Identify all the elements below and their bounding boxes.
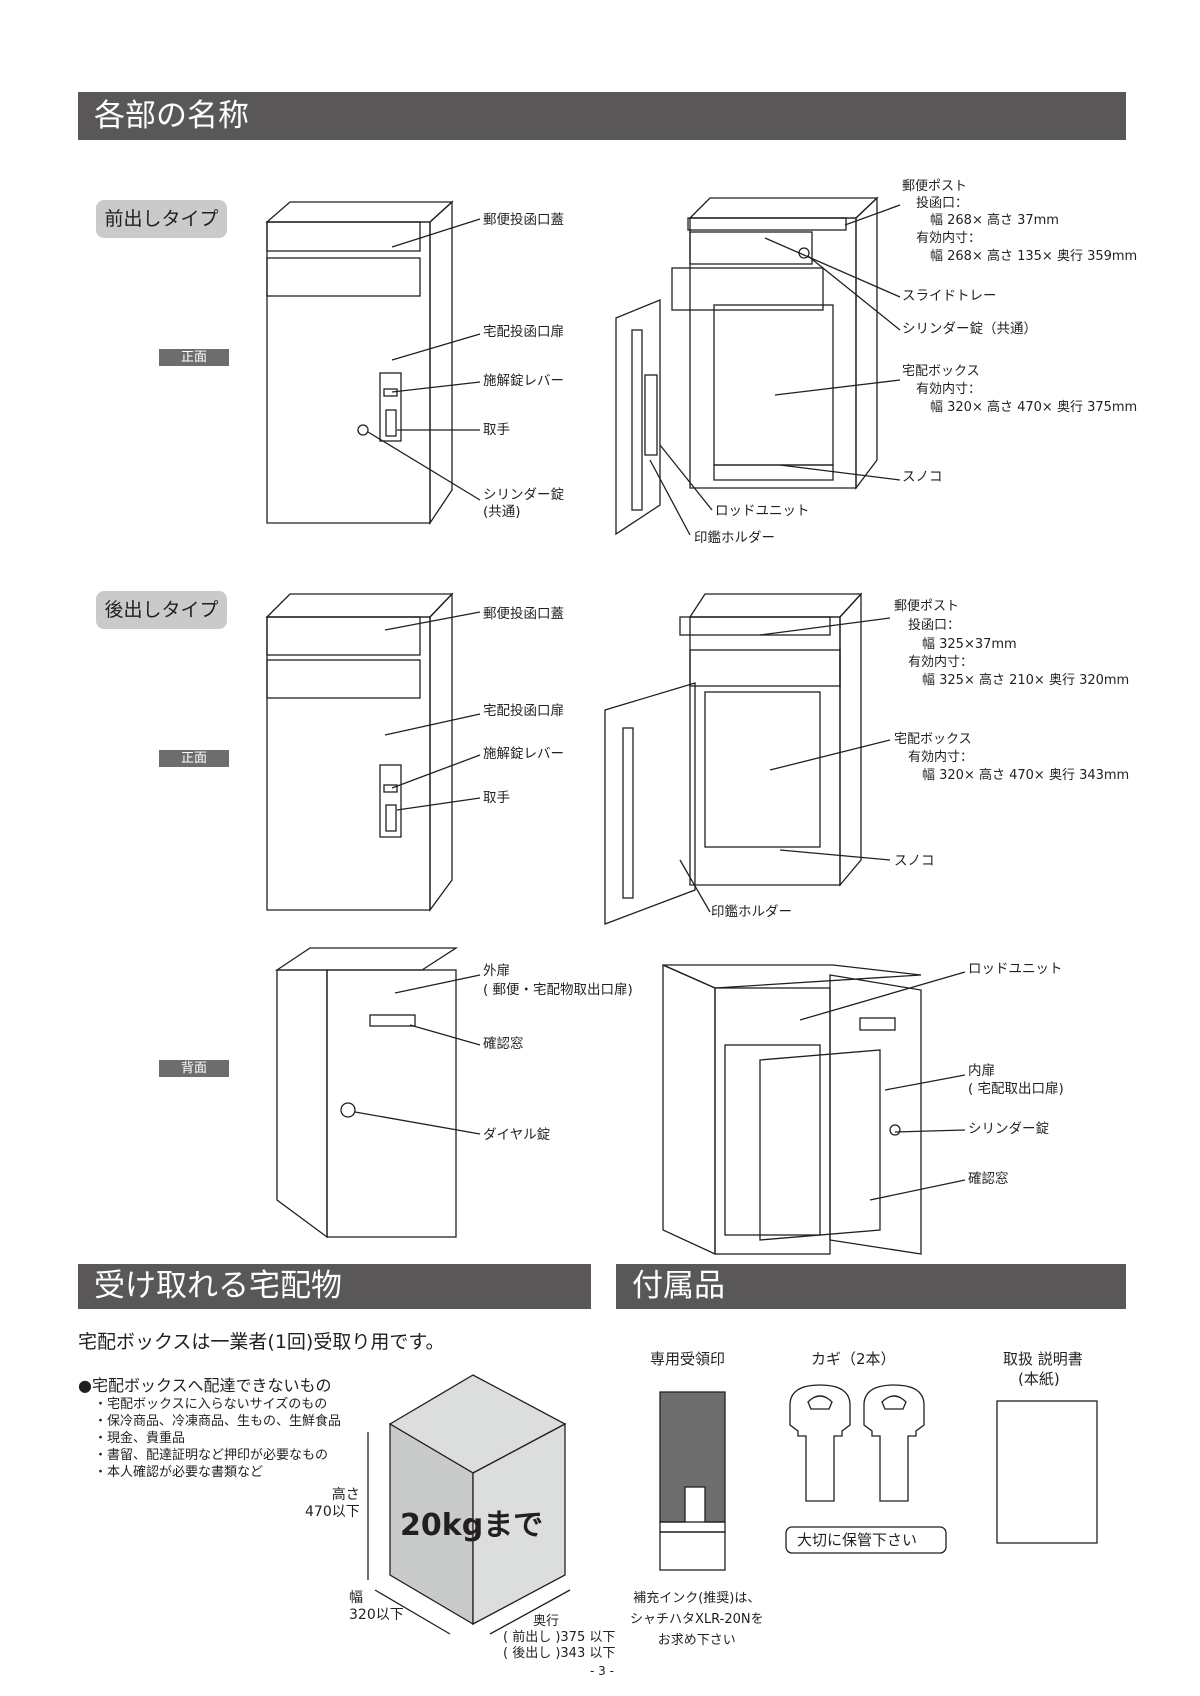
width-value: 320以下 <box>349 1607 404 1623</box>
label-inner-door-sub: ( 宅配取出口扉) <box>968 1081 1064 1097</box>
ink-note: 補充インク(推奨)は、 シャチハタXLR-20Nを お求め下さい <box>630 1588 764 1651</box>
label-lock-lever: 施解錠レバー <box>483 746 564 762</box>
rear-type-label: 後出しタイプ <box>96 591 227 629</box>
list-item: ・宅配ボックスに入らないサイズのもの <box>94 1397 328 1412</box>
label-box-size: 幅 320× 高さ 470× 奥行 375mm <box>930 400 1138 415</box>
label-parcel-box: 宅配ボックス <box>902 364 980 379</box>
label-handle: 取手 <box>483 422 510 438</box>
label-sunoko: スノコ <box>902 469 943 485</box>
height-value: 470以下 <box>305 1504 360 1520</box>
section-header-deliverables: 受け取れる宅配物 <box>78 1264 591 1309</box>
label-box-inner: 有効内寸： <box>908 750 974 765</box>
list-item: ・保冷商品、冷凍商品、生もの、生鮮食品 <box>94 1414 342 1429</box>
front-type-open-illustration <box>615 196 901 536</box>
rear-type-open-illustration <box>604 592 891 925</box>
label-sunoko: スノコ <box>894 853 935 869</box>
label-inner-size: 幅 268× 高さ 135× 奥行 359mm <box>930 249 1138 264</box>
front-type-closed-illustration <box>265 200 481 526</box>
label-outer-door-sub: ( 郵便・宅配物取出口扉) <box>483 982 633 998</box>
label-cylinder-lock: シリンダー錠 <box>968 1121 1049 1137</box>
label-outer-door: 外扉 <box>483 963 510 979</box>
section-header-parts: 各部の名称 <box>78 92 1126 140</box>
accessory-keys-label: カギ（2本） <box>811 1350 896 1368</box>
label-slide-tray: スライドトレー <box>902 288 997 304</box>
section-header-accessories: 付属品 <box>616 1264 1126 1309</box>
label-mail-lid: 郵便投函口蓋 <box>483 212 564 228</box>
rear-view-badge: 正面 <box>159 750 229 767</box>
label-slot: 投函口： <box>916 196 969 211</box>
label-check-window: 確認窓 <box>483 1036 524 1052</box>
label-rod-unit: ロッドユニット <box>715 503 810 519</box>
not-allowed-title: ●宅配ボックスへ配達できないもの <box>78 1376 332 1395</box>
keys-illustration <box>785 1384 947 1554</box>
label-slot-size: 幅 325×37mm <box>922 637 1017 652</box>
deliverables-intro: 宅配ボックスは一業者(1回)受取り用です。 <box>78 1331 445 1353</box>
depth-front: ( 前出し )375 以下 <box>503 1630 616 1645</box>
page-number: - 3 - <box>590 1664 614 1678</box>
not-allowed-list: ・宅配ボックスに入らないサイズのもの ・保冷商品、冷凍商品、生もの、生鮮食品 ・… <box>94 1396 341 1481</box>
label-mail-post: 郵便ポスト <box>902 179 968 194</box>
depth-label: 奥行 <box>533 1614 560 1629</box>
accessory-manual-sub: (本紙) <box>1018 1370 1060 1388</box>
weight-limit: 20kgまで <box>400 1508 544 1543</box>
list-item: ・現金、貴重品 <box>94 1431 186 1446</box>
label-mail-post: 郵便ポスト <box>894 599 960 614</box>
back-closed-illustration <box>274 947 481 1239</box>
stamp-illustration <box>659 1391 726 1571</box>
depth-limit: 奥行 ( 前出し )375 以下 ( 後出し )343 以下 <box>503 1614 615 1662</box>
label-box-inner: 有効内寸： <box>916 382 982 397</box>
label-parcel-box: 宅配ボックス <box>894 732 972 747</box>
front-view-badge: 正面 <box>159 349 229 366</box>
label-inner-door: 内扉 <box>968 1063 995 1079</box>
label-dial-lock: ダイヤル錠 <box>483 1127 551 1143</box>
list-item: ・書留、配達証明など押印が必要なもの <box>94 1448 329 1463</box>
label-parcel-door: 宅配投函口扉 <box>483 703 564 719</box>
height-limit: 高さ 470以下 <box>305 1487 360 1521</box>
rear-type-closed-illustration <box>265 592 481 912</box>
ink-note-line: 補充インク(推奨)は、 <box>633 1591 761 1606</box>
label-common: (共通) <box>483 504 521 520</box>
accessory-manual-label: 取扱 説明書 <box>1003 1350 1083 1368</box>
label-parcel-door: 宅配投函口扉 <box>483 324 564 340</box>
label-handle: 取手 <box>483 790 510 806</box>
list-item: ・本人確認が必要な書類など <box>94 1465 264 1480</box>
manual-sheet-illustration <box>996 1400 1098 1544</box>
height-label: 高さ <box>331 1487 360 1503</box>
label-stamp-holder: 印鑑ホルダー <box>694 530 775 546</box>
accessory-stamp-label: 専用受領印 <box>650 1350 726 1368</box>
ink-note-line: シャチハタXLR-20Nを <box>630 1612 764 1627</box>
width-label: 幅 <box>349 1590 363 1606</box>
label-inner-size: 幅 325× 高さ 210× 奥行 320mm <box>922 673 1130 688</box>
label-slot: 投函口： <box>908 618 961 633</box>
label-stamp-holder: 印鑑ホルダー <box>711 904 792 920</box>
size-cube-illustration <box>367 1374 571 1635</box>
label-cylinder-lock: シリンダー錠 <box>483 487 564 503</box>
front-type-label: 前出しタイプ <box>96 200 227 238</box>
back-view-badge: 背面 <box>159 1060 229 1077</box>
label-check-window-2: 確認窓 <box>968 1171 1009 1187</box>
label-box-size: 幅 320× 高さ 470× 奥行 343mm <box>922 768 1130 783</box>
label-inner: 有効内寸： <box>908 655 974 670</box>
width-limit: 幅 320以下 <box>349 1590 404 1624</box>
label-slot-size: 幅 268× 高さ 37mm <box>930 213 1059 228</box>
label-cylinder-common: シリンダー錠（共通） <box>902 321 1037 337</box>
keep-safe-note: 大切に保管下さい <box>797 1531 918 1549</box>
label-inner: 有効内寸： <box>916 231 982 246</box>
depth-rear: ( 後出し )343 以下 <box>503 1646 616 1661</box>
label-mail-lid: 郵便投函口蓋 <box>483 606 564 622</box>
label-rod-unit: ロッドユニット <box>968 961 1063 977</box>
label-lock-lever: 施解錠レバー <box>483 373 564 389</box>
back-open-illustration <box>662 964 966 1256</box>
ink-note-line: お求め下さい <box>657 1633 736 1648</box>
